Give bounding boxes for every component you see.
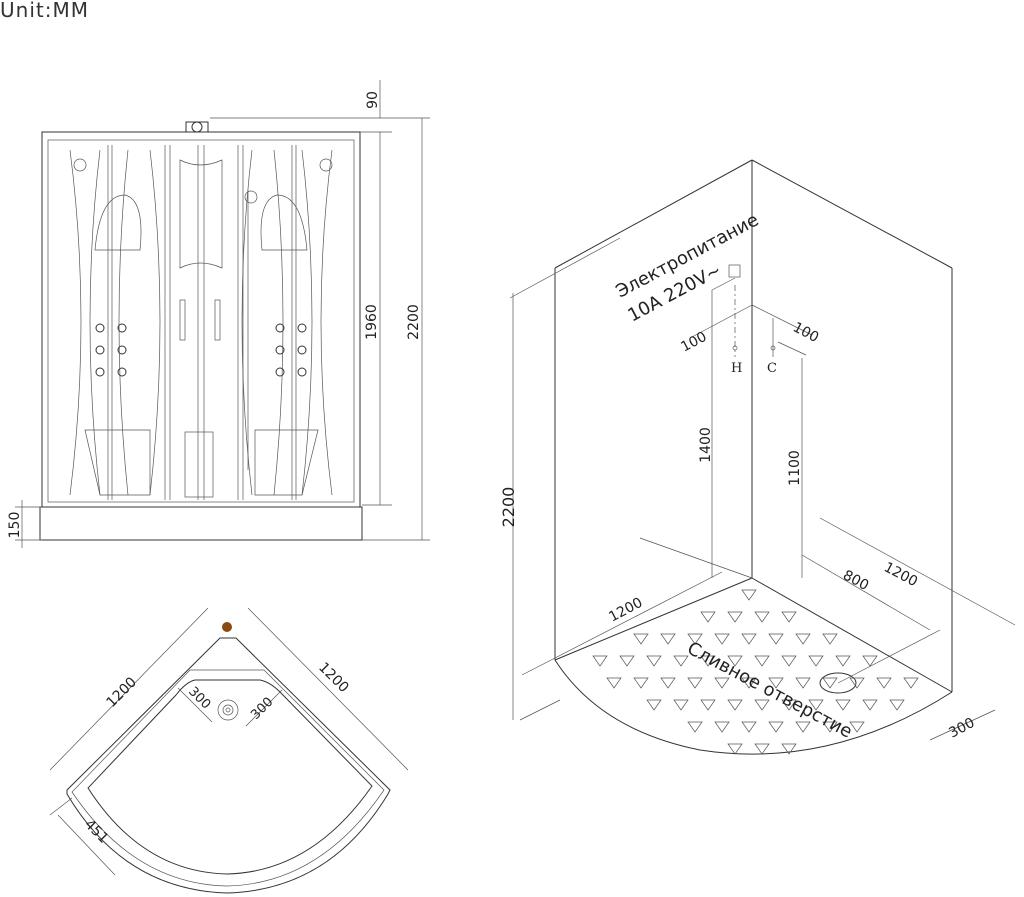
floor-triangle bbox=[862, 699, 878, 711]
floor-triangle bbox=[903, 677, 919, 689]
dim-cabin-1960: 1960 bbox=[364, 304, 380, 340]
floor-triangle bbox=[876, 677, 892, 689]
floor-triangle bbox=[822, 721, 838, 733]
floor-triangle bbox=[795, 677, 811, 689]
floor-triangle bbox=[849, 677, 865, 689]
floor-triangle bbox=[714, 677, 730, 689]
floor-triangle bbox=[727, 743, 743, 755]
floor-triangle bbox=[687, 633, 703, 645]
dim-top-90: 90 bbox=[365, 91, 381, 109]
floor-triangle bbox=[741, 721, 757, 733]
floor-triangle bbox=[673, 655, 689, 667]
floor-triangle bbox=[700, 699, 716, 711]
floor-triangle bbox=[646, 655, 662, 667]
cold-label: C bbox=[767, 361, 777, 376]
floor-triangle bbox=[727, 655, 743, 667]
floor-triangle bbox=[727, 699, 743, 711]
dim-drain-offset: 300 bbox=[946, 715, 977, 742]
floor-triangle bbox=[768, 677, 784, 689]
floor-triangle bbox=[741, 633, 757, 645]
floor-triangle bbox=[822, 633, 838, 645]
floor-triangle bbox=[808, 655, 824, 667]
dim-hot-height: 1400 bbox=[698, 427, 714, 463]
hot-label: H bbox=[731, 361, 742, 376]
plan-view: 1200 1200 300 300 451 bbox=[49, 607, 409, 894]
floor-triangle bbox=[808, 699, 824, 711]
floor-triangle bbox=[741, 589, 757, 601]
floor-pattern bbox=[592, 589, 919, 755]
floor-triangle bbox=[754, 699, 770, 711]
floor-triangle bbox=[781, 699, 797, 711]
dim-left-width: 1200 bbox=[606, 595, 645, 626]
floor-triangle bbox=[754, 743, 770, 755]
floor-triangle bbox=[727, 611, 743, 623]
floor-triangle bbox=[781, 743, 797, 755]
floor-triangle bbox=[768, 633, 784, 645]
floor-triangle bbox=[633, 633, 649, 645]
floor-triangle bbox=[633, 677, 649, 689]
floor-triangle bbox=[714, 721, 730, 733]
floor-triangle bbox=[795, 721, 811, 733]
iso-dim-height-2200: 2200 bbox=[499, 487, 518, 528]
floor-triangle bbox=[619, 655, 635, 667]
dim-cold-offset: 100 bbox=[790, 319, 821, 346]
floor-triangle bbox=[606, 677, 622, 689]
floor-triangle bbox=[741, 677, 757, 689]
dim-cold-height: 1100 bbox=[787, 450, 803, 486]
floor-triangle bbox=[673, 699, 689, 711]
floor-triangle bbox=[687, 721, 703, 733]
drain-label: Сливное отверстие bbox=[684, 638, 856, 743]
top-fitting-icon bbox=[185, 121, 209, 133]
dim-total-2200: 2200 bbox=[406, 304, 422, 340]
hot-water-outlet-icon bbox=[732, 345, 738, 351]
floor-triangle bbox=[660, 677, 676, 689]
floor-triangle bbox=[862, 655, 878, 667]
cold-water-outlet-icon bbox=[770, 345, 776, 351]
floor-triangle bbox=[835, 699, 851, 711]
floor-triangle bbox=[822, 677, 838, 689]
plan-dim-left: 1200 bbox=[104, 674, 141, 711]
power-socket-icon bbox=[728, 264, 741, 278]
floor-triangle bbox=[660, 633, 676, 645]
floor-triangle bbox=[687, 677, 703, 689]
front-view: 90 1960 2200 150 bbox=[7, 80, 430, 548]
unit-label: Unit:MM bbox=[0, 0, 89, 22]
floor-triangle bbox=[889, 699, 905, 711]
floor-triangle bbox=[754, 655, 770, 667]
floor-triangle bbox=[714, 633, 730, 645]
floor-triangle bbox=[849, 721, 865, 733]
floor-triangle bbox=[781, 655, 797, 667]
plan-dim-right: 1200 bbox=[315, 660, 352, 697]
dim-hot-offset: 100 bbox=[678, 329, 709, 356]
floor-triangle bbox=[835, 655, 851, 667]
plan-dim-drain-left: 300 bbox=[185, 684, 213, 712]
floor-triangle bbox=[646, 699, 662, 711]
plan-dim-drain-right: 300 bbox=[248, 695, 276, 723]
floor-triangle bbox=[768, 721, 784, 733]
floor-triangle bbox=[592, 655, 608, 667]
dim-drain-distance: 800 bbox=[840, 567, 871, 594]
dim-base-150: 150 bbox=[7, 512, 23, 539]
floor-triangle bbox=[754, 611, 770, 623]
floor-triangle bbox=[700, 655, 716, 667]
floor-triangle bbox=[781, 611, 797, 623]
floor-triangle bbox=[795, 633, 811, 645]
floor-triangle bbox=[700, 611, 716, 623]
corner-marker-icon bbox=[222, 622, 232, 632]
dim-right-width: 1200 bbox=[881, 559, 920, 590]
isometric-view: 2200 Электропитание 10A 220V~ 100 100 H … bbox=[499, 159, 1016, 755]
